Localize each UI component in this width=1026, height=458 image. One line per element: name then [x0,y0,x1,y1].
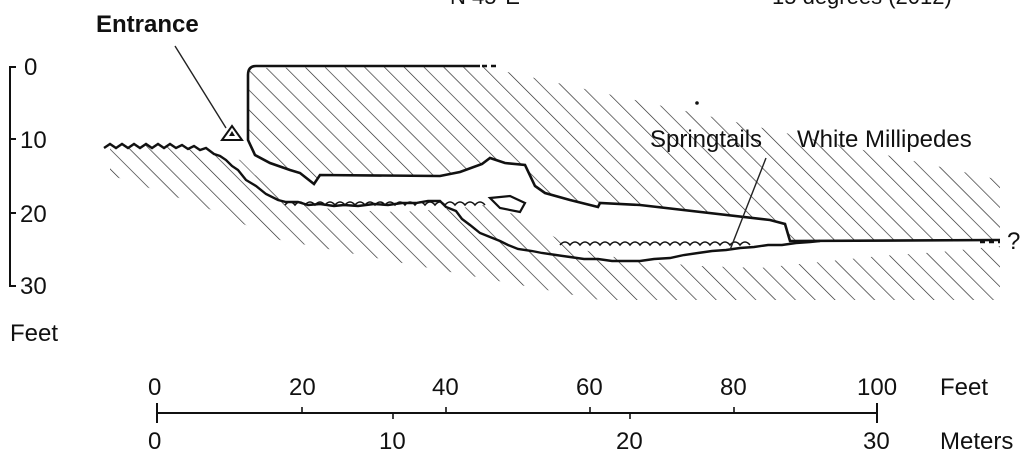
entrance-label: Entrance [96,11,199,38]
meters-unit-label: Meters [940,428,1014,455]
flowstone-lump [487,194,527,214]
ceiling-outline [246,64,1001,243]
floor-rock-mass [110,144,1000,300]
unknown-continuation-label: ? [1007,228,1021,255]
ceiling-rock-mass [248,66,1000,241]
meters-label-30: 30 [863,428,890,455]
springtails-label: Springtails [650,126,763,153]
meters-label-20: 20 [616,428,643,455]
depth-scale-bracket [9,66,16,287]
meters-label-10: 10 [379,428,406,455]
feet-label-100: 100 [857,374,898,401]
header-date-note: 15 degrees (2012) [772,0,952,8]
white-millipedes-label: White Millipedes [797,126,972,153]
feet-label-40: 40 [432,374,459,401]
entrance-triangle-icon [220,124,244,141]
feet-label-80: 80 [720,374,747,401]
feet-unit-label: Feet [940,374,989,401]
meters-label-0: 0 [148,428,162,455]
entrance-leader-line [174,45,227,129]
depth-label-30: 30 [20,273,47,300]
floor-deposits-lower [559,241,751,247]
floor-deposits-upper [284,201,486,207]
depth-unit-label: Feet [10,320,59,347]
feet-label-20: 20 [289,374,316,401]
header-orientation: N 45°E [450,0,520,8]
speck [695,101,699,105]
feet-label-0: 0 [148,374,162,401]
depth-label-10: 10 [20,127,47,154]
springtails-leader-line [729,157,767,251]
floor-outline [103,142,821,263]
feet-label-60: 60 [576,374,603,401]
depth-label-0: 0 [24,54,38,81]
depth-label-20: 20 [20,201,47,228]
